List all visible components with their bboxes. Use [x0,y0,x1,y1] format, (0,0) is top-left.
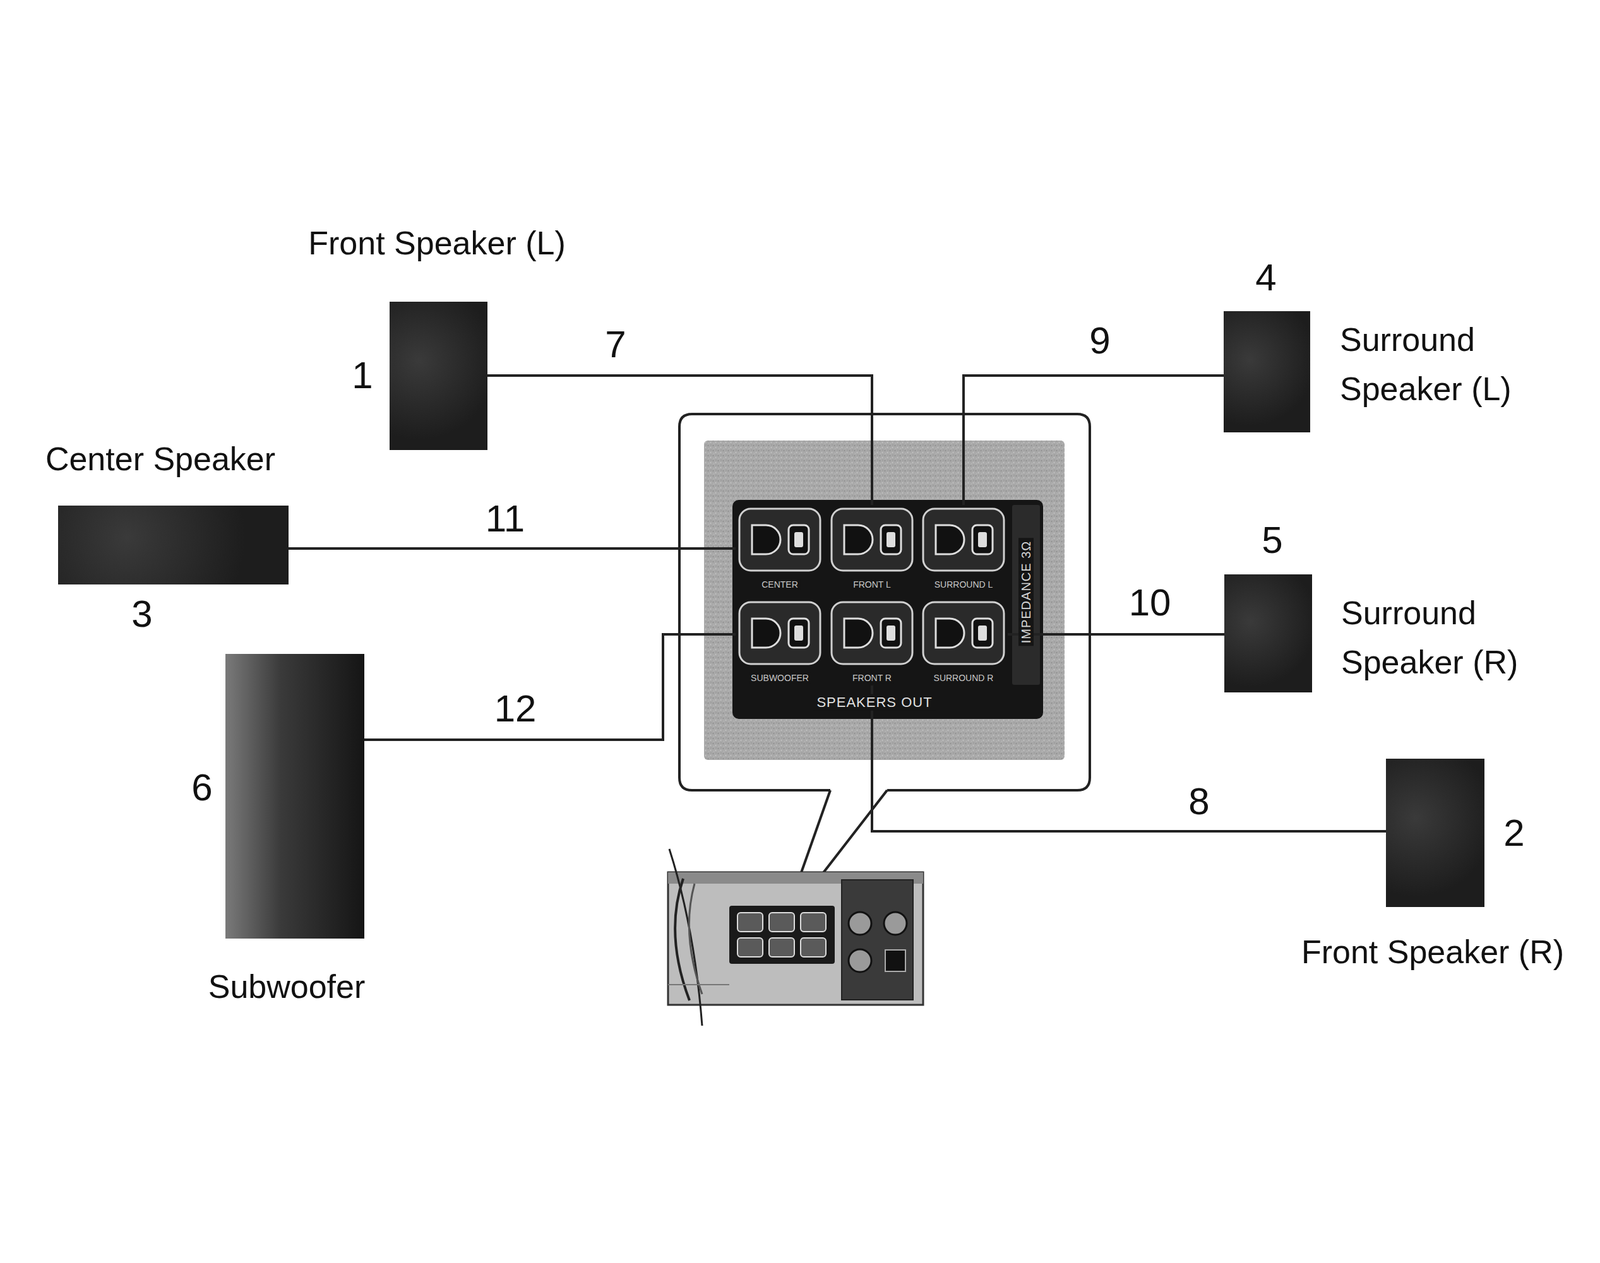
panel-label: SPEAKERS OUT [812,694,936,711]
wire-number: 7 [604,323,626,366]
terminal-socket [919,505,1008,576]
speaker-terminal: CENTER [735,505,824,593]
terminal-socket [827,598,917,670]
speaker-wire [871,685,1386,832]
terminal-label: SURROUND L [932,579,996,591]
socket-contact [886,532,896,548]
callout-number: 5 [1261,519,1283,562]
socket-outline [923,602,1004,665]
socket-pin [880,525,902,555]
terminal-label: CENTER [759,579,800,591]
socket-contact [978,532,987,548]
speaker-label: Front Speaker (R) [1301,932,1565,972]
terminal-socket [735,505,824,576]
socket-pin [972,525,993,555]
wire-number: 11 [485,498,525,540]
speaker-terminal: SURROUND R [919,598,1008,686]
terminal-socket [919,598,1008,670]
panel-label: IMPEDANCE 3Ω [1018,538,1034,647]
speaker-box: Surround Speaker (L) [1223,311,1311,433]
terminal-label: FRONT R [850,673,894,684]
speaker-box: Front Speaker (L) [389,301,488,451]
socket-pin [880,618,902,648]
speaker-wire [487,375,872,506]
socket-outline [831,602,913,665]
wire-number: 8 [1188,781,1210,823]
speaker-label: Center Speaker [45,439,276,479]
callout-number: 2 [1503,812,1525,855]
speaker-wire [288,547,736,550]
speaker-terminal: FRONT L [827,505,917,593]
callout-number: 6 [191,767,213,809]
speaker-wire [1007,633,1225,636]
callout-number: 4 [1255,256,1277,299]
speakers-out-panel: IMPEDANCE 3Ω SPEAKERS OUT CENTER FRONT L SUR… [732,500,1044,720]
terminal-label: SURROUND R [931,673,996,684]
socket-pin [752,618,781,648]
speaker-terminal: SURROUND L [919,505,1008,593]
socket-outline [739,508,821,571]
speaker-wire [963,375,1224,506]
socket-outline [831,508,913,571]
speaker-label: Surround Speaker (L) [1339,315,1568,414]
socket-pin [844,618,873,648]
speaker-label: Subwoofer [208,967,366,1007]
terminal-socket [827,505,917,576]
speaker-label: Surround Speaker (R) [1341,588,1569,687]
callout-number: 3 [131,593,153,636]
wire-number: 10 [1128,582,1172,624]
socket-pin [972,618,993,648]
wire-number: 12 [494,688,537,730]
callout-number: 1 [351,354,373,397]
speaker-box: Surround Speaker (R) [1224,574,1313,693]
subwoofer-box: Subwoofer [225,654,365,939]
speaker-wire [364,634,736,741]
socket-outline [923,508,1004,571]
socket-contact [794,625,804,641]
terminal-label: SUBWOOFER [748,673,811,684]
socket-outline [739,602,821,665]
socket-pin [752,525,781,555]
panel-background [704,440,1065,761]
terminal-socket [735,598,824,670]
speaker-label: Front Speaker (L) [308,223,566,263]
socket-pin [788,618,809,648]
socket-pin [844,525,873,555]
terminal-block [732,500,1044,720]
socket-pin [788,525,809,555]
socket-contact [886,625,896,641]
speaker-box: Center Speaker [58,505,289,585]
terminal-label: FRONT L [851,579,893,591]
speaker-terminal: SUBWOOFER [735,598,824,686]
socket-contact [794,532,804,548]
speaker-terminal: FRONT R [827,598,917,686]
wire-number: 9 [1089,320,1111,362]
socket-pin [935,525,965,555]
callout-outline [679,414,1090,791]
socket-pin [935,618,965,648]
receiver-illustration [668,849,924,1027]
speaker-box: Front Speaker (R) [1385,758,1485,908]
socket-contact [978,625,987,641]
impedance-strip [1012,505,1040,686]
